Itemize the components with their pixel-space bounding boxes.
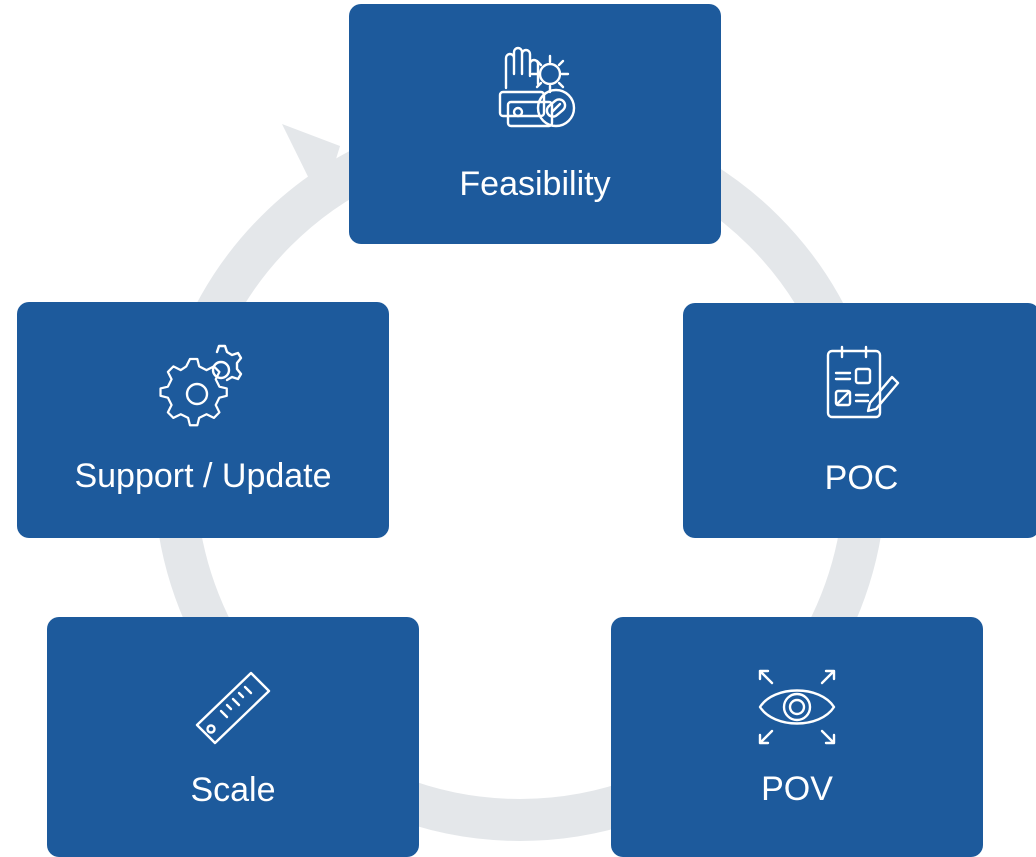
stage-label: POV (761, 770, 833, 808)
hand-gear-pill-icon (492, 44, 578, 141)
gears-icon (157, 342, 249, 439)
cycle-arrowhead (282, 124, 340, 205)
stage-poc[interactable]: POC (683, 303, 1036, 538)
stage-support-update[interactable]: Support / Update (17, 302, 389, 538)
stage-feasibility[interactable]: Feasibility (349, 4, 721, 244)
stage-label: Support / Update (74, 457, 332, 495)
eye-expand-icon (752, 665, 842, 754)
stage-pov[interactable]: POV (611, 617, 983, 857)
ruler-icon (191, 667, 275, 752)
stage-label: POC (824, 459, 899, 497)
stage-label: Feasibility (459, 165, 611, 203)
stage-label: Scale (190, 771, 276, 809)
stage-scale[interactable]: Scale (47, 617, 419, 857)
clipboard-pencil-icon (820, 343, 904, 428)
